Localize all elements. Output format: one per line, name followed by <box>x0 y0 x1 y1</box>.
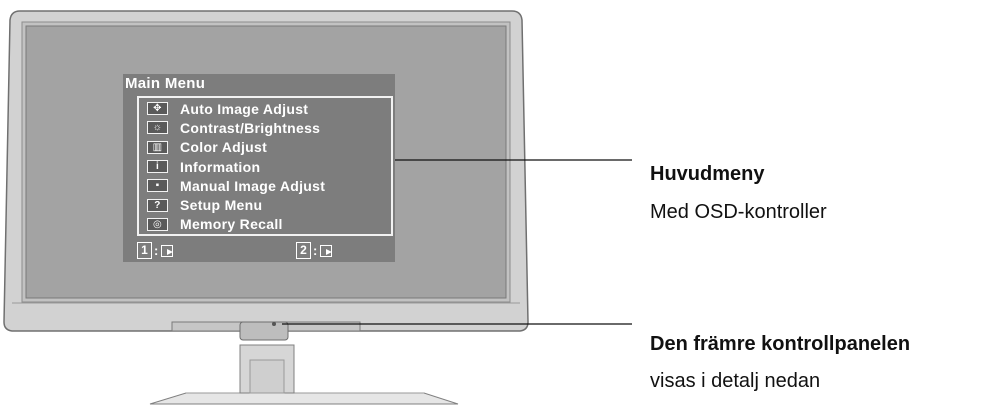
osd-menu-item-label: Manual Image Adjust <box>180 177 326 194</box>
key-1-label: 1 <box>137 242 152 259</box>
information-icon: i <box>147 160 168 174</box>
main-menu-callout-title: Huvudmeny <box>650 163 765 185</box>
front-panel-callout-subtitle: visas i detalj nedan <box>650 370 821 392</box>
enter-icon <box>320 244 333 257</box>
osd-menu-list: ✥ Auto Image Adjust ☼ Contrast/Brightness ▥ C… <box>137 96 393 236</box>
osd-menu-item[interactable]: ? Setup Menu <box>139 195 391 214</box>
front-panel-callout-title: Den främre kontrollpanelen <box>650 333 911 355</box>
osd-menu-item-label: Auto Image Adjust <box>180 100 309 117</box>
osd-footer-key-2: 2 : <box>296 242 333 259</box>
osd-menu-item[interactable]: i Information <box>139 157 391 176</box>
footer-separator-2: : <box>313 243 318 258</box>
osd-menu-item[interactable]: ▥ Color Adjust <box>139 138 391 157</box>
osd-menu-item-label: Color Adjust <box>180 139 268 156</box>
memory-recall-icon: ◎ <box>147 217 168 231</box>
key-2-label: 2 <box>296 242 311 259</box>
osd-main-menu: Main Menu ✥ Auto Image Adjust ☼ Contrast/Br… <box>123 74 395 262</box>
setup-menu-icon: ? <box>147 198 168 212</box>
stand-base <box>149 392 459 405</box>
exit-icon <box>161 244 174 257</box>
osd-menu-item[interactable]: ☼ Contrast/Brightness <box>139 118 391 137</box>
osd-menu-item[interactable]: ◎ Memory Recall <box>139 215 391 234</box>
osd-menu-title: Main Menu <box>125 75 206 92</box>
osd-menu-item-label: Setup Menu <box>180 197 263 214</box>
main-menu-callout-subtitle: Med OSD-kontroller <box>650 201 827 223</box>
osd-menu-item[interactable]: ✥ Auto Image Adjust <box>139 99 391 118</box>
contrast-brightness-icon: ☼ <box>147 121 168 135</box>
manual-adjust-icon: ▪ <box>147 179 168 193</box>
color-adjust-icon: ▥ <box>147 140 168 154</box>
osd-menu-item-label: Information <box>180 158 261 175</box>
auto-adjust-icon: ✥ <box>147 102 168 116</box>
osd-menu-item[interactable]: ▪ Manual Image Adjust <box>139 176 391 195</box>
osd-menu-item-label: Memory Recall <box>180 216 283 233</box>
osd-menu-item-label: Contrast/Brightness <box>180 119 321 136</box>
osd-footer-key-1: 1 : <box>137 242 174 259</box>
footer-separator-1: : <box>154 243 159 258</box>
